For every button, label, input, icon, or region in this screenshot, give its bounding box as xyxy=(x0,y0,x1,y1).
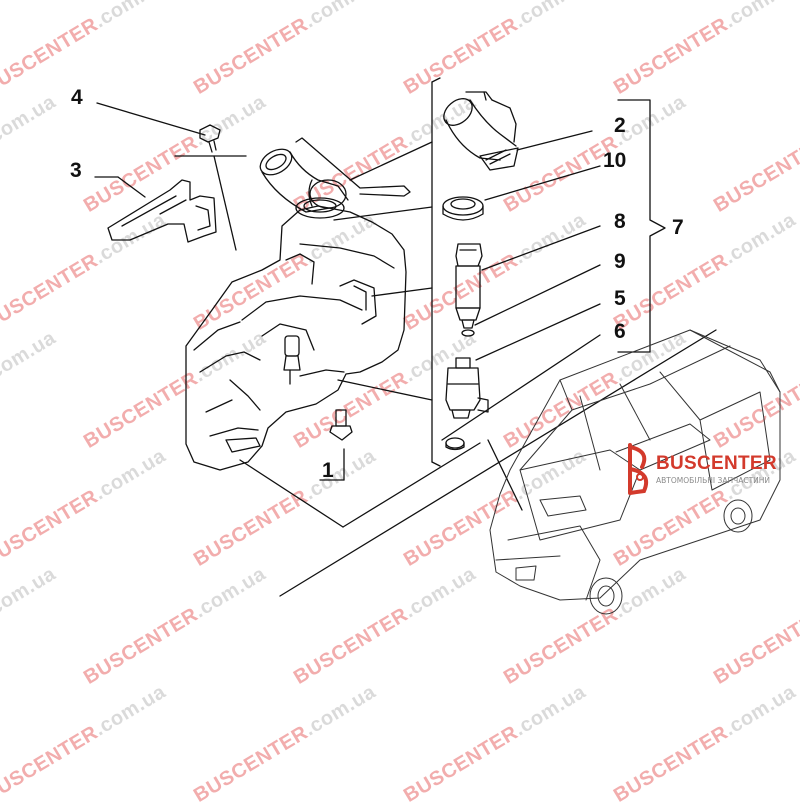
part-6-gasket xyxy=(445,437,465,451)
callout-8: 8 xyxy=(614,210,626,233)
part-5-pump xyxy=(445,357,489,419)
buscenter-logo: BUSCENTER АВТОМОБІЛЬНІ ЗАПЧАСТИНИ xyxy=(622,443,782,499)
callout-7: 7 xyxy=(672,216,684,239)
leader-lines xyxy=(94,102,601,481)
logo-mark-icon xyxy=(628,443,649,495)
part-9-seal xyxy=(461,329,475,337)
logo-name: BUSCENTER xyxy=(656,453,777,474)
part-4-bolt xyxy=(199,124,221,153)
callout-10: 10 xyxy=(603,149,627,172)
logo-tagline: АВТОМОБІЛЬНІ ЗАПЧАСТИНИ xyxy=(656,476,771,485)
callout-1: 1 xyxy=(322,459,334,482)
drain-plug xyxy=(329,409,353,441)
part-8-pump-motor xyxy=(455,243,483,329)
callout-9: 9 xyxy=(614,250,626,273)
tank-pump xyxy=(283,335,301,385)
part-1-washer-reservoir xyxy=(185,197,407,471)
filler-neck xyxy=(259,137,411,213)
van-illustration xyxy=(489,329,781,615)
part-10-grommet xyxy=(442,196,484,221)
assembly-frame xyxy=(174,77,717,597)
watermark-text: BUSCENTER.com.ua xyxy=(400,680,590,807)
part-2-filler-hose xyxy=(443,91,519,171)
callout-2: 2 xyxy=(614,114,626,137)
callout-5: 5 xyxy=(614,287,626,310)
callout-4: 4 xyxy=(71,86,83,109)
diagram-drawing xyxy=(94,77,781,615)
callout-3: 3 xyxy=(70,159,82,182)
callout-6: 6 xyxy=(614,320,626,343)
assembly-bracket xyxy=(617,99,666,353)
watermark-text: BUSCENTER.com.ua xyxy=(190,680,380,807)
part-3-bracket xyxy=(107,179,217,243)
watermark-text: BUSCENTER.com.ua xyxy=(0,680,170,807)
watermark-text: BUSCENTER.com.ua xyxy=(610,680,800,807)
